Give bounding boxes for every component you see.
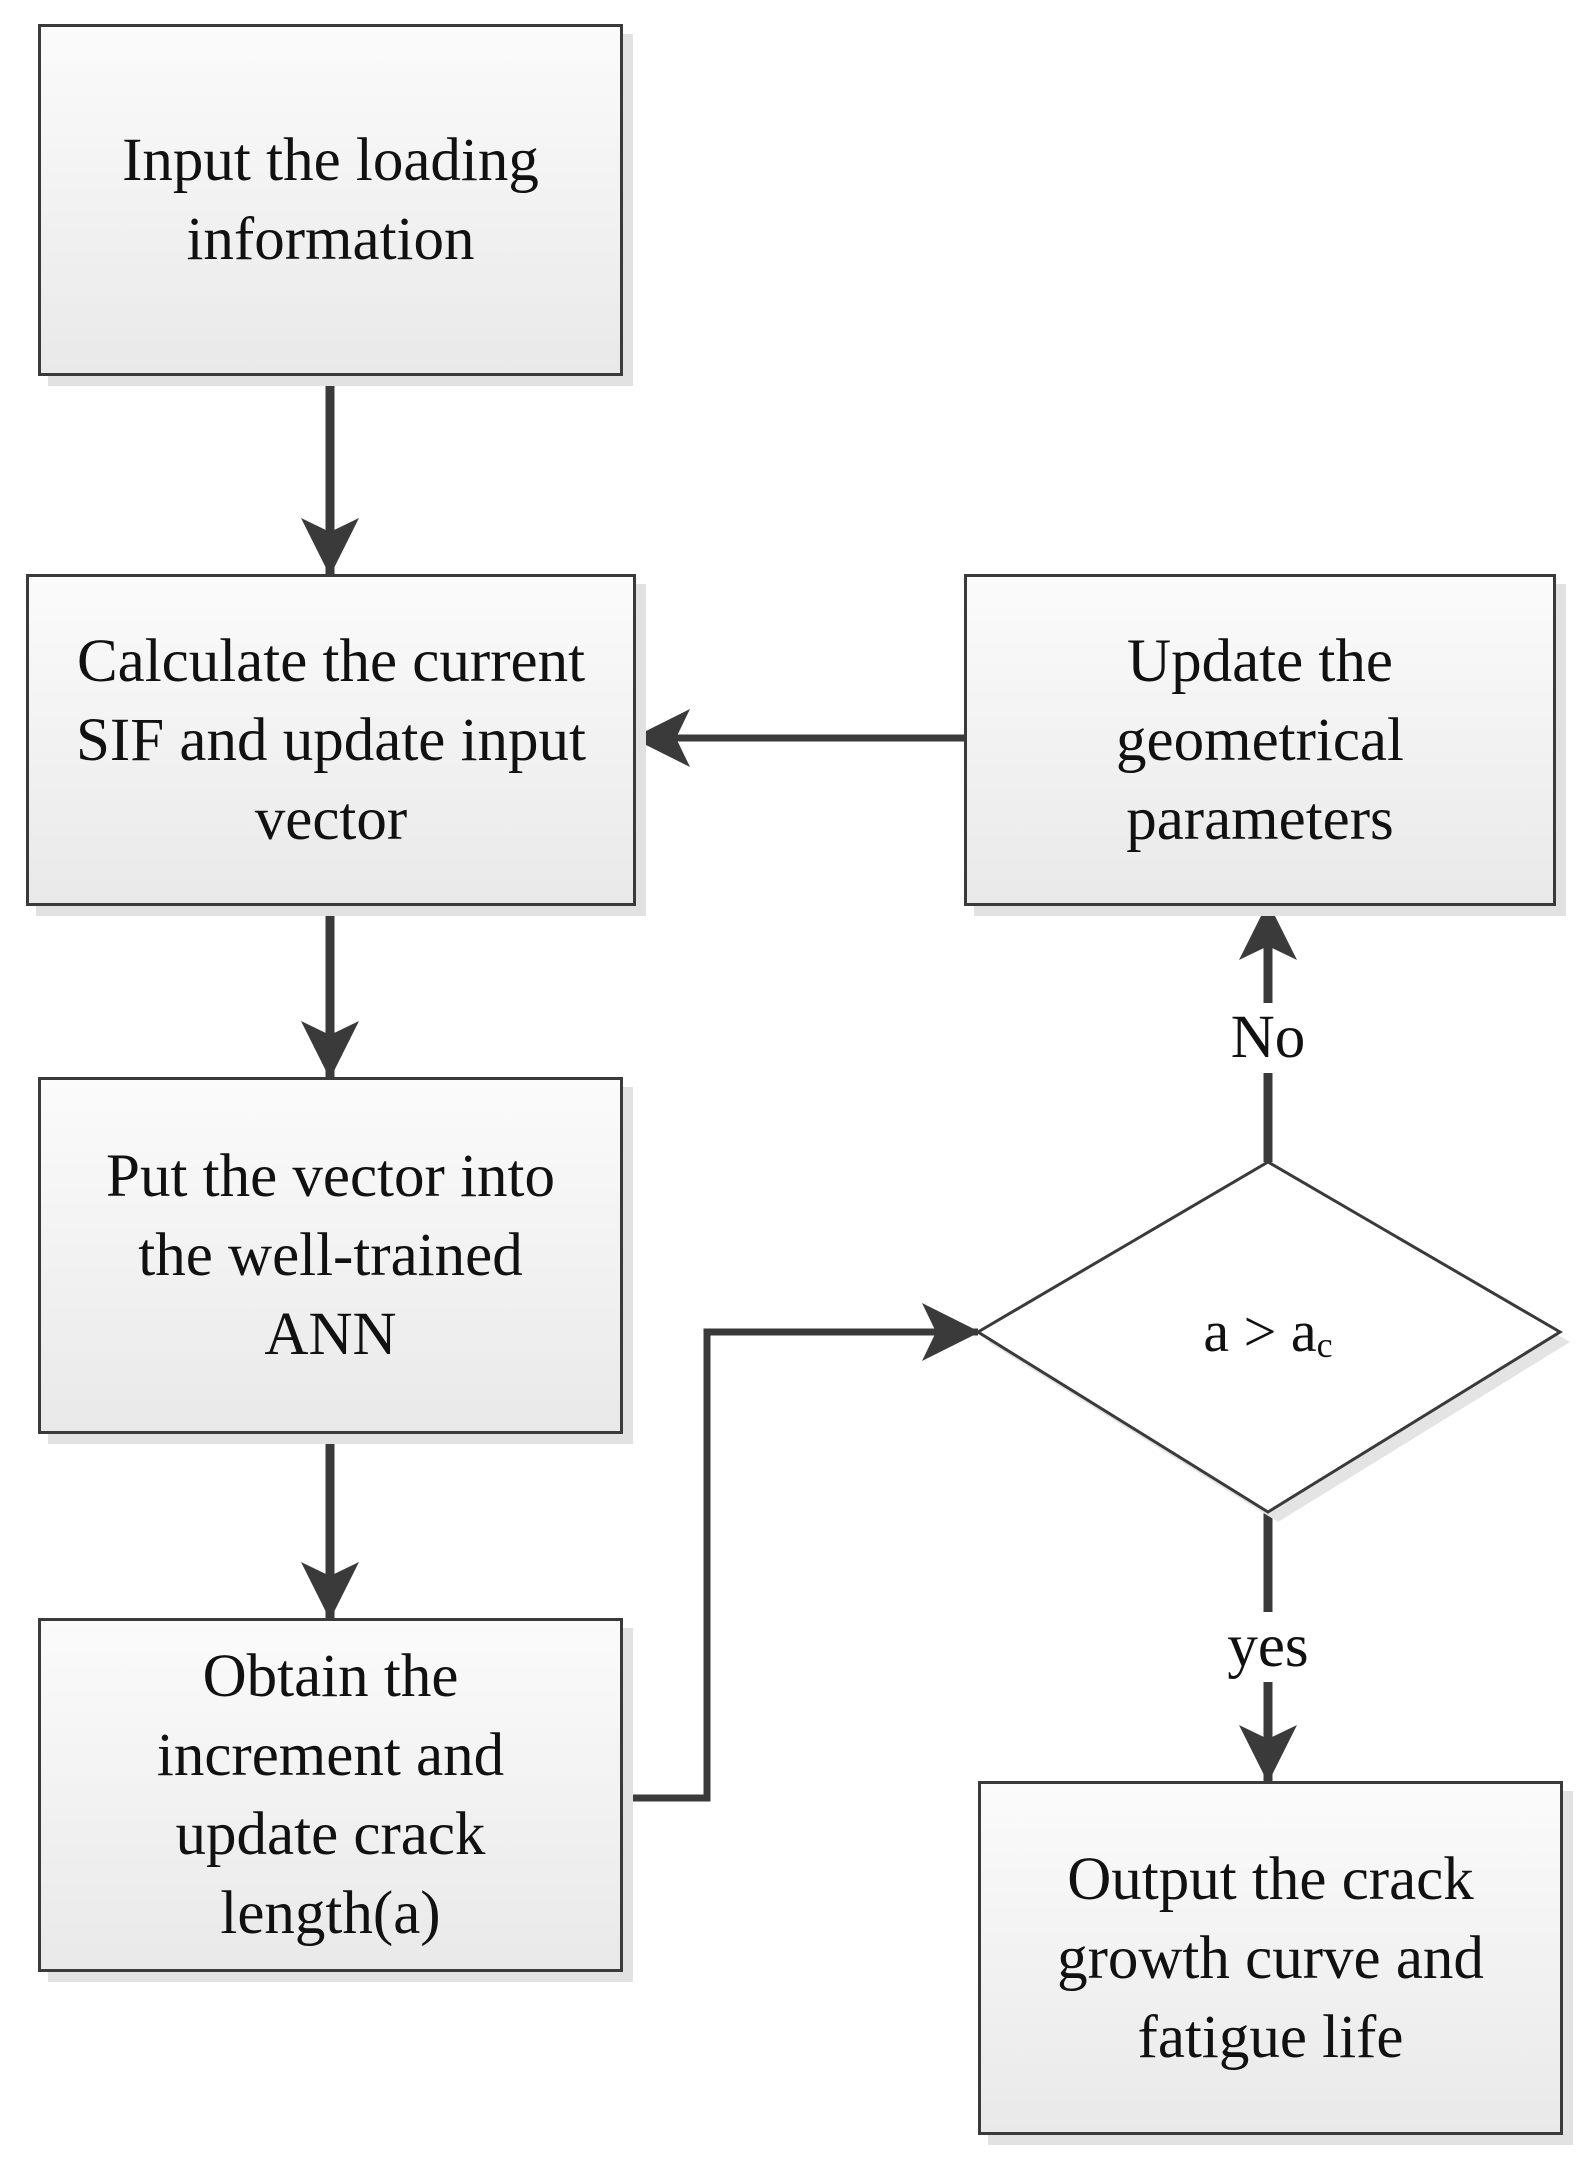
edge-label-no: No (1208, 1003, 1328, 1073)
output-results-label: Output the crack growth curve and fatigu… (1057, 1845, 1484, 2071)
calculate-sif-label: Calculate the current SIF and update inp… (76, 627, 586, 853)
update-geometry-box: Update the geometrical parameters (964, 574, 1556, 906)
obtain-increment-label: Obtain the increment and update crack le… (156, 1643, 505, 1947)
put-vector-label: Put the vector into the well-trained ANN (106, 1143, 555, 1368)
put-vector-box: Put the vector into the well-trained ANN (38, 1077, 623, 1434)
input-loading-label: Input the loading information (122, 127, 539, 273)
decision-condition-text: a > a (1203, 1299, 1317, 1364)
edge-label-yes: yes (1203, 1612, 1333, 1682)
obtain-increment-box: Obtain the increment and update crack le… (38, 1618, 623, 1972)
decision-diamond (975, 1160, 1563, 1514)
decision-condition-subscript: c (1316, 1325, 1333, 1365)
update-geometry-label: Update the geometrical parameters (1116, 627, 1404, 853)
input-loading-box: Input the loading information (38, 24, 623, 376)
decision-condition: a > ac (1118, 1297, 1418, 1380)
arrow-obtain-to-decision (620, 1303, 980, 1802)
calculate-sif-box: Calculate the current SIF and update inp… (26, 574, 636, 906)
output-results-box: Output the crack growth curve and fatigu… (978, 1781, 1563, 2135)
